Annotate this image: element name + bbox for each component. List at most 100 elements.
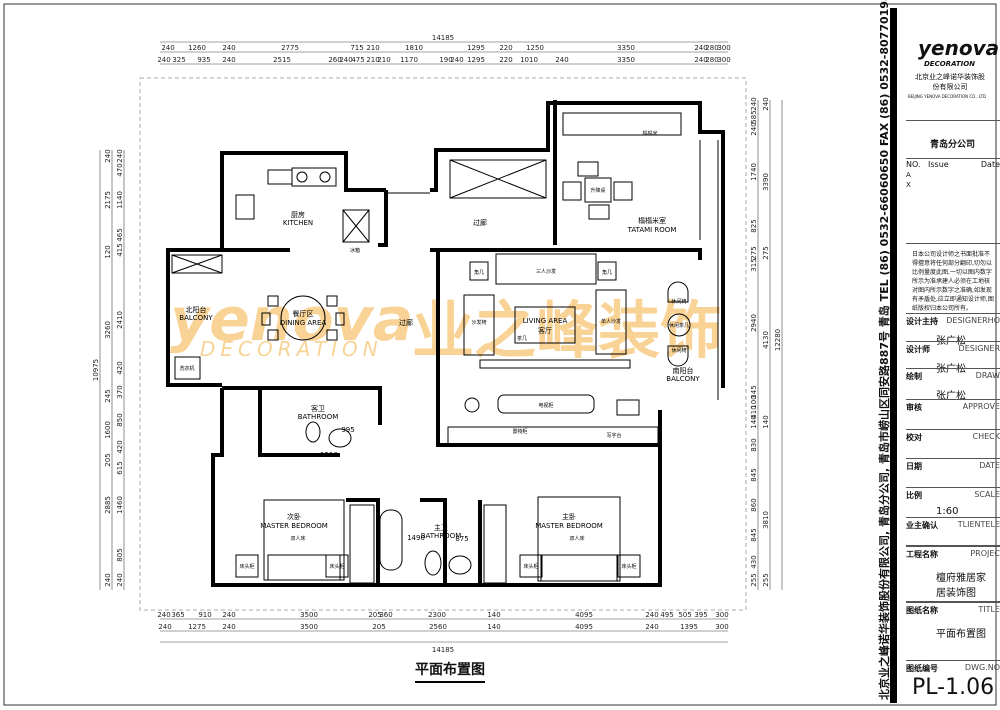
dimension-label: 365 xyxy=(171,611,184,619)
row-label-en: DRAW xyxy=(976,371,1000,380)
master-bedroom-label: 主卧 xyxy=(562,512,576,521)
second-bedroom-label: 次卧 xyxy=(287,512,301,521)
dimension-label: 415 xyxy=(116,243,124,256)
watermark-sub: DECORATION xyxy=(200,337,383,361)
dimension-label: 2410 xyxy=(116,311,124,329)
svg-text:995: 995 xyxy=(341,426,354,434)
row-label-en: TLIENTELE xyxy=(958,520,1000,529)
svg-text:床头柜: 床头柜 xyxy=(329,563,344,570)
dimension-label: 210 xyxy=(377,56,390,64)
kitchen-label: 厨房 xyxy=(291,210,305,219)
dimension-label: 845 xyxy=(750,528,758,541)
dimension-label: 2940 xyxy=(750,314,758,332)
dimension-label: 3390 xyxy=(762,173,770,191)
dimension-label: 140 xyxy=(487,611,500,619)
dimension-label: 325 xyxy=(172,56,185,64)
dimension-label: 300 xyxy=(715,611,728,619)
svg-text:1490: 1490 xyxy=(407,534,425,542)
dimension-label: 220 xyxy=(499,44,512,52)
svg-text:休闲茶几: 休闲茶几 xyxy=(669,322,689,329)
dimension-label: 370 xyxy=(116,385,124,398)
dimension-label: 240 xyxy=(116,149,124,162)
dimension-label: 505 xyxy=(678,611,691,619)
kitchen-label-en: KITCHEN xyxy=(283,219,313,227)
dimension-label: 935 xyxy=(197,56,210,64)
dining-label: 餐厅区 xyxy=(293,309,314,318)
dimension-label: 1140 xyxy=(116,191,124,209)
row-value: PL-1.06 xyxy=(912,675,994,700)
dimension-label: 1170 xyxy=(400,56,418,64)
dimension-label: 255 xyxy=(750,573,758,586)
dimension-label: 140 xyxy=(750,415,758,428)
dimension-label: 3500 xyxy=(300,611,318,619)
dimension-label: 240 xyxy=(158,623,171,631)
issue-header: Issue xyxy=(928,160,949,169)
svg-text:沙发椅: 沙发椅 xyxy=(471,319,486,326)
dimension-label: 300 xyxy=(717,44,730,52)
dimension-label: 240 xyxy=(116,573,124,586)
issue-mark: X xyxy=(906,181,911,189)
dimension-label: 205 xyxy=(372,623,385,631)
dimension-label: 1295 xyxy=(467,56,485,64)
issue-mark: A xyxy=(906,171,911,179)
svg-text:休闲椅: 休闲椅 xyxy=(671,298,686,305)
dimension-label: 240 xyxy=(157,611,170,619)
copyright-notice: 日本公司设计师之书面批准不得擅意将任何部分翻印,切勿以比例量度此图,一切以图内数… xyxy=(912,250,994,313)
tatami-label: 榻榻米室 xyxy=(638,216,666,225)
dimension-label: 315 xyxy=(750,258,758,271)
svg-text:榻榻米: 榻榻米 xyxy=(642,130,657,137)
dimension-label: 120 xyxy=(104,245,112,258)
svg-text:双人床: 双人床 xyxy=(290,535,305,542)
guest-bath-label-en: BATHROOM xyxy=(298,413,339,421)
dimension-label: 220 xyxy=(499,56,512,64)
row-label-en: CHECK xyxy=(973,432,1000,441)
svg-text:床头柜: 床头柜 xyxy=(239,563,254,570)
dimension-label: 1295 xyxy=(467,44,485,52)
row-value: 1:60 xyxy=(936,506,958,517)
company-logo: yenova xyxy=(918,36,999,60)
dimension-label: 4095 xyxy=(575,611,593,619)
title-block: yenova DECORATION 北京业之峰诺华装饰股份有限公司 BEIJIN… xyxy=(900,0,1000,709)
living-label-en: LIVING AREA xyxy=(523,317,568,325)
row-value: 檀府雅居家 居装饰图 xyxy=(936,569,996,599)
tatami-label-en: TATAMI ROOM xyxy=(627,226,677,234)
svg-text:床头柜: 床头柜 xyxy=(621,563,636,570)
dimension-label: 1275 xyxy=(188,623,206,631)
dimension-label: 255 xyxy=(762,573,770,586)
dimension-label: 2515 xyxy=(273,56,291,64)
south-balcony-label-en: BALCONY xyxy=(666,375,700,383)
svg-text:三人沙发: 三人沙发 xyxy=(536,268,556,275)
row-label: 审核 xyxy=(906,402,922,413)
issue-date-header: Date xyxy=(981,160,1000,169)
dimension-label: 240 xyxy=(222,623,235,631)
row-label-en: TITLE xyxy=(978,605,1000,614)
svg-text:休闲椅: 休闲椅 xyxy=(671,347,686,354)
svg-text:床头柜: 床头柜 xyxy=(523,563,538,570)
dimension-label: 585 xyxy=(750,110,758,123)
row-label-en: DWG.NO xyxy=(965,663,1000,672)
svg-text:角几: 角几 xyxy=(602,269,612,276)
dimension-label: 240 xyxy=(450,56,463,64)
dimension-label: 420 xyxy=(116,440,124,453)
dimension-label: 240 xyxy=(161,44,174,52)
dimension-label: 3350 xyxy=(617,44,635,52)
svg-text:升降桌: 升降桌 xyxy=(590,187,605,194)
dimension-label: 240 xyxy=(222,44,235,52)
dimension-label: 14185 xyxy=(432,646,454,654)
row-label: 日期 xyxy=(906,461,922,472)
dimension-label: 3500 xyxy=(300,623,318,631)
company-logo-sub: DECORATION xyxy=(924,60,975,68)
corridor-label: 过廊 xyxy=(399,318,413,327)
branch-name: 青岛分公司 xyxy=(930,137,975,150)
dimension-label: 10975 xyxy=(92,359,100,381)
svg-text:冰箱: 冰箱 xyxy=(350,247,360,254)
row-label-en: SCALE xyxy=(974,490,1000,499)
dimension-label: 245 xyxy=(104,389,112,402)
dimension-label: 240 xyxy=(645,611,658,619)
